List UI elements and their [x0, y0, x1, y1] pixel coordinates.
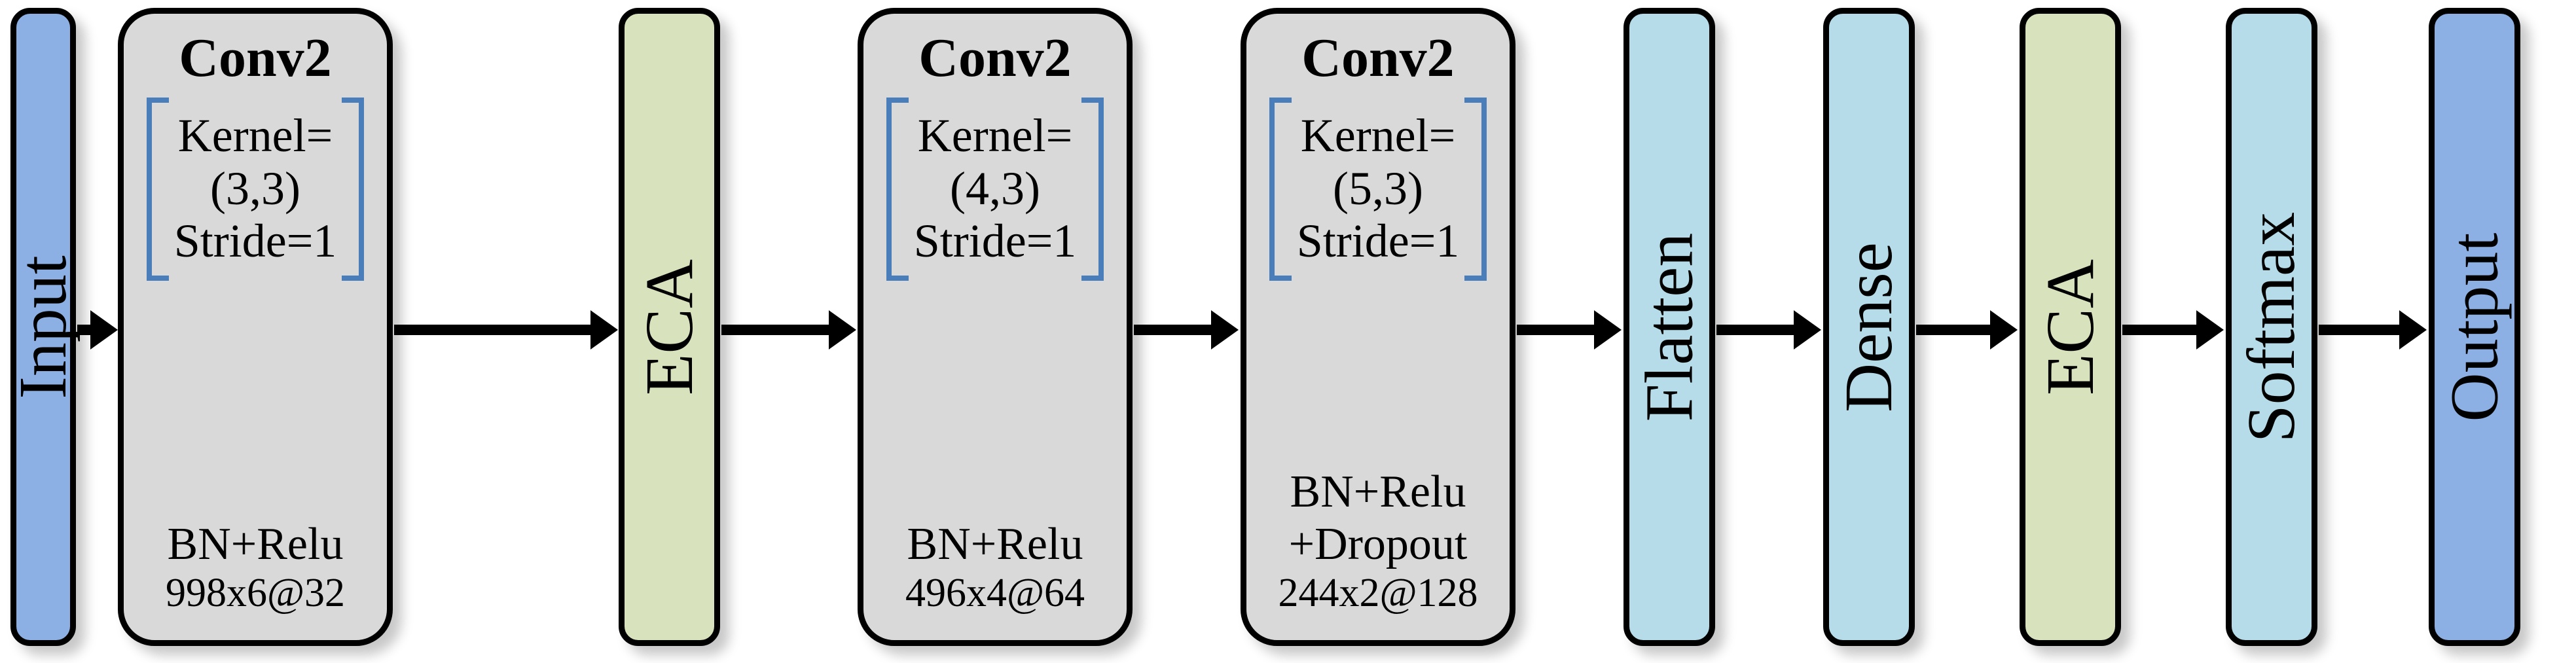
conv-title-conv2-b: Conv2 — [918, 27, 1072, 88]
block-eca-1[interactable]: ECA — [619, 8, 720, 646]
arrow-softmax-output — [2319, 325, 2401, 335]
left-bracket-icon — [886, 98, 909, 281]
conv-param-kernel-value: (5,3) — [1333, 162, 1423, 215]
left-bracket-icon — [146, 98, 169, 281]
block-label-input: Input — [5, 255, 81, 399]
conv-foot-line: BN+Relu — [907, 518, 1083, 569]
conv-param-stride: Stride=1 — [173, 215, 337, 268]
block-label-eca-1: ECA — [631, 259, 707, 395]
arrow-conv2c-flatten — [1517, 325, 1595, 335]
arrow-conv2b-conv2c — [1134, 325, 1212, 335]
conv-params-bracket-conv2-c: Kernel=(5,3)Stride=1 — [1269, 98, 1487, 281]
conv-output-dims-conv2-c: 244x2@128 — [1278, 571, 1478, 616]
conv-params-conv2-b: Kernel=(4,3)Stride=1 — [909, 98, 1082, 281]
arrow-flatten-dense — [1716, 325, 1795, 335]
arrow-input-conv2a — [77, 325, 92, 335]
block-input[interactable]: Input — [5, 8, 81, 646]
conv-params-conv2-a: Kernel=(3,3)Stride=1 — [169, 98, 342, 281]
block-softmax[interactable]: Softmax — [2226, 8, 2317, 646]
block-label-eca-2: ECA — [2032, 259, 2108, 395]
block-eca-2[interactable]: ECA — [2020, 8, 2121, 646]
block-label-dense: Dense — [1831, 242, 1906, 412]
right-bracket-icon — [342, 98, 365, 281]
block-flatten[interactable]: Flatten — [1624, 8, 1715, 646]
conv-param-stride: Stride=1 — [913, 215, 1077, 268]
arrow-dense-eca2 — [1916, 325, 1991, 335]
conv-title-conv2-c: Conv2 — [1301, 27, 1455, 88]
right-bracket-icon — [1081, 98, 1104, 281]
left-bracket-icon — [1269, 98, 1292, 281]
conv-foot-line: +Dropout — [1288, 518, 1468, 569]
conv-param-kernel-line: Kernel= — [917, 109, 1073, 162]
conv-foot-line: BN+Relu — [167, 518, 344, 569]
conv-title-conv2-a: Conv2 — [179, 27, 332, 88]
conv-foot-line: BN+Relu — [1290, 466, 1466, 517]
conv-param-kernel-value: (4,3) — [950, 162, 1040, 215]
block-label-softmax: Softmax — [2234, 211, 2310, 442]
block-dense[interactable]: Dense — [1823, 8, 1915, 646]
conv-param-kernel-line: Kernel= — [1300, 109, 1456, 162]
conv-params-bracket-conv2-a: Kernel=(3,3)Stride=1 — [146, 98, 365, 281]
block-output[interactable]: Output — [2429, 8, 2520, 646]
conv-param-kernel-value: (3,3) — [210, 162, 300, 215]
arrow-eca2-softmax — [2122, 325, 2198, 335]
conv-param-stride: Stride=1 — [1296, 215, 1460, 268]
block-label-output: Output — [2437, 232, 2512, 421]
conv-param-kernel-line: Kernel= — [177, 109, 333, 162]
block-label-flatten: Flatten — [1631, 232, 1707, 421]
arrow-eca1-conv2b — [721, 325, 830, 335]
conv-params-conv2-c: Kernel=(5,3)Stride=1 — [1292, 98, 1465, 281]
right-bracket-icon — [1464, 98, 1487, 281]
arrow-conv2a-eca1 — [394, 325, 592, 335]
conv-params-bracket-conv2-b: Kernel=(4,3)Stride=1 — [886, 98, 1104, 281]
conv-output-dims-conv2-a: 998x6@32 — [165, 571, 346, 616]
conv-output-dims-conv2-b: 496x4@64 — [905, 571, 1085, 616]
